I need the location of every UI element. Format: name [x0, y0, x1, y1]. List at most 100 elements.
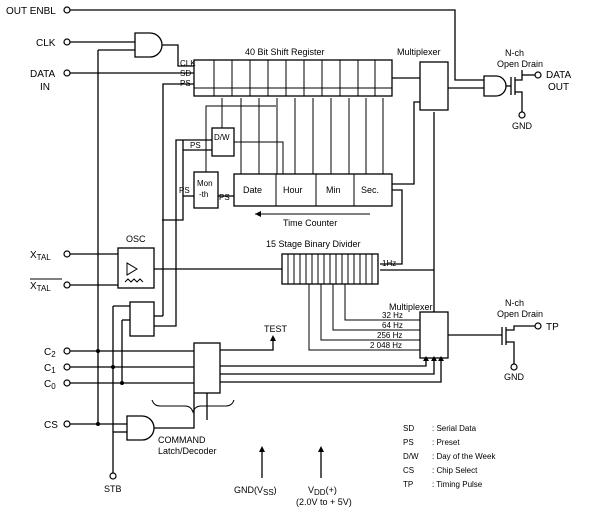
latch-decoder-label: Latch/Decoder: [158, 446, 217, 456]
label-c2-sub: 2: [51, 350, 56, 359]
label-stb: STB: [104, 484, 122, 494]
hz64-label: 64 Hz: [382, 321, 403, 330]
multiplexer-bottom: [419, 311, 449, 359]
wire-out-enbl: [70, 9, 484, 81]
svg-text:VDD(+): VDD(+): [308, 485, 337, 497]
pin-clk: CLK: [36, 38, 71, 49]
nch-transistor-top: [510, 70, 523, 112]
label-tp: TP: [546, 322, 559, 333]
label-data: DATA: [30, 69, 56, 80]
nch-transistor-bottom: [501, 325, 535, 364]
label-c0: C: [44, 379, 51, 390]
gnd-vss-end: ): [274, 485, 277, 495]
osc-inverter-icon: [126, 262, 138, 276]
label-c1-sub: 1: [51, 366, 56, 375]
pin-c0: C0: [44, 379, 71, 391]
legend-abbr-ps: PS: [403, 438, 414, 447]
label-xtal-2-sub: TAL: [37, 284, 52, 293]
pin-out-enbl: OUT ENBL: [6, 6, 71, 17]
label-gnd-bottom: GND: [504, 372, 525, 382]
label-xtal-1: X: [30, 250, 37, 261]
osc-label: OSC: [126, 234, 146, 244]
dw-label: D/W: [214, 133, 230, 142]
time-counter-label: Time Counter: [283, 218, 337, 228]
pin-c2: C2: [44, 347, 71, 359]
shift-register-title: 40 Bit Shift Register: [245, 47, 325, 57]
legend-abbr-cs: CS: [403, 466, 414, 475]
open-drain-label-top: Open Drain: [497, 59, 543, 69]
sr-sd-label: SD: [180, 69, 191, 78]
label-c0-sub: 0: [51, 382, 56, 391]
ps-date-label: PS: [219, 193, 230, 202]
counter-hour: Hour: [283, 185, 303, 195]
command-latch-decoder: [193, 342, 221, 394]
binary-divider: [281, 253, 379, 285]
label-out-enbl: OUT ENBL: [6, 6, 56, 17]
vdd-end: (+): [326, 485, 337, 495]
pin-data-out: [534, 71, 542, 79]
legend-desc-cs: : Chip Select: [432, 466, 478, 475]
month-box: [193, 171, 219, 209]
ps-month-label: PS: [179, 186, 190, 195]
control-box: [129, 301, 155, 337]
vdd-sub: DD: [314, 488, 326, 497]
legend-desc-ps: : Preset: [432, 438, 460, 447]
pin-tp: [534, 322, 542, 330]
sr-counter-links: [221, 98, 384, 174]
legend-abbr-tp: TP: [403, 480, 413, 489]
counter-date: Date: [243, 185, 262, 195]
legend-abbr-dw: D/W: [403, 452, 419, 461]
hz2048-label: 2 048 Hz: [370, 341, 402, 350]
nch-label-top: N-ch: [505, 48, 524, 58]
gnd-vss-label: GND(V: [234, 485, 263, 495]
pin-xtal-2: XTAL: [30, 278, 71, 293]
counter-sec: Sec.: [361, 185, 379, 195]
and-gate-out: [483, 75, 507, 97]
label-in: IN: [40, 82, 50, 93]
ps-dw-label: PS: [190, 141, 201, 150]
label-data-out-2: OUT: [548, 82, 569, 93]
label-clk: CLK: [36, 38, 56, 49]
label-c1: C: [44, 363, 51, 374]
svg-text:C0: C0: [44, 379, 56, 391]
svg-text:XTAL: XTAL: [30, 281, 51, 293]
vdd-range: (2.0V to + 5V): [296, 497, 352, 507]
label-c2: C: [44, 347, 51, 358]
pin-xtal-1: XTAL: [30, 250, 71, 262]
label-xtal-2: X: [30, 281, 37, 292]
and-gate-cs: [126, 415, 155, 441]
wire-ps-sr: [162, 83, 194, 316]
hz1-label: 1Hz: [382, 259, 396, 268]
pin-cs: CS: [44, 420, 71, 431]
test-label: TEST: [264, 324, 288, 334]
month-label: Mon: [197, 179, 213, 188]
nch-label-bottom: N-ch: [505, 298, 524, 308]
gnd-pin-top: [518, 111, 526, 119]
sr-clk-label: CLK: [180, 59, 196, 68]
svg-text:GND(VSS): GND(VSS): [234, 485, 277, 497]
multiplexer-bottom-title: Multiplexer: [389, 302, 433, 312]
legend-desc-sd: : Serial Data: [432, 424, 477, 433]
pin-c1: C1: [44, 363, 71, 375]
vdd-label: V: [308, 485, 314, 495]
legend-desc-dw: : Day of the Week: [432, 452, 496, 461]
legend: SD : Serial Data PS : Preset D/W : Day o…: [403, 424, 496, 489]
svg-text:C1: C1: [44, 363, 56, 375]
svg-text:C2: C2: [44, 347, 56, 359]
open-drain-label-bottom: Open Drain: [497, 309, 543, 319]
month-label-2: -th: [199, 190, 208, 199]
time-counter: [233, 173, 393, 207]
label-cs: CS: [44, 420, 58, 431]
hz256-label: 256 Hz: [377, 331, 402, 340]
osc-resistor-icon: [124, 278, 144, 283]
label-xtal-1-sub: TAL: [37, 253, 52, 262]
counter-min: Min: [326, 185, 341, 195]
command-label: COMMAND: [158, 435, 206, 445]
gnd-vss-sub: SS: [263, 488, 274, 497]
hz32-label: 32 Hz: [382, 311, 403, 320]
legend-desc-tp: : Timing Pulse: [432, 480, 483, 489]
multiplexer-top: [419, 61, 449, 111]
and-gate-clk: [134, 32, 163, 58]
